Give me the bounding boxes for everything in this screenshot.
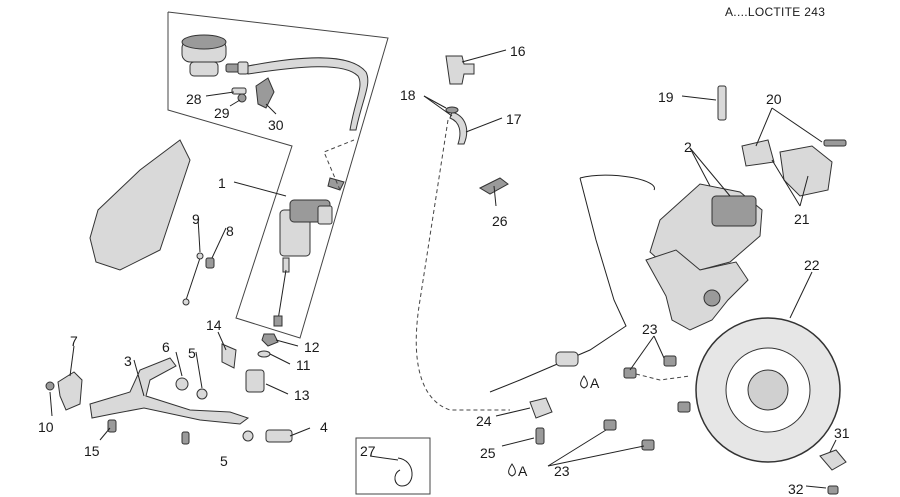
nut-10: [45, 381, 55, 391]
callout-30: 30: [268, 117, 284, 133]
callout-8: 8: [226, 223, 234, 239]
caliper-carrier: [645, 249, 749, 331]
callout-27: 27: [360, 443, 376, 459]
nut-12: [261, 333, 279, 347]
loctite-mark-1: A: [590, 375, 600, 391]
callout-7: 7: [70, 333, 78, 349]
speed-sensor-31: [819, 449, 847, 471]
callout-22: 22: [804, 257, 820, 273]
callout-28: 28: [186, 91, 202, 107]
loctite-legend: A....LOCTITE 243: [725, 5, 825, 19]
line-grommet: [555, 351, 579, 367]
brake-disc: [695, 317, 841, 463]
callout-23b: 23: [554, 463, 570, 479]
callout-12: 12: [304, 339, 320, 355]
washers-18: [445, 106, 459, 114]
callout-14: 14: [206, 317, 222, 333]
callout-17: 17: [506, 111, 522, 127]
footrest-bracket: [89, 139, 191, 271]
callout-26: 26: [492, 213, 508, 229]
clamp-24: [529, 397, 553, 419]
callout-19: 19: [658, 89, 674, 105]
brake-line-path: [415, 119, 510, 411]
screw-15: [107, 419, 117, 433]
circlip-27: [394, 457, 413, 487]
screw-25: [535, 427, 545, 445]
callout-13: 13: [294, 387, 310, 403]
clevis-13: [245, 369, 265, 393]
carrier-hole: [703, 289, 721, 307]
loctite-drop-icon: [580, 375, 588, 389]
callout-16: 16: [510, 43, 526, 59]
callout-15: 15: [84, 443, 100, 459]
screw-32: [827, 485, 839, 495]
callout-6: 6: [162, 339, 170, 355]
brake-pedal: [89, 357, 250, 425]
callout-29: 29: [214, 105, 230, 121]
callout-5a: 5: [188, 345, 196, 361]
loctite-markers: A A: [508, 375, 600, 479]
washer-6: [175, 377, 189, 391]
callout-3: 3: [124, 353, 132, 369]
brake-pad-right: [779, 145, 833, 197]
callout-21: 21: [794, 211, 810, 227]
hose-clamp-30: [255, 77, 275, 109]
loctite-drop-icon: [508, 463, 516, 477]
fluid-reservoir: [181, 34, 249, 77]
callout-32: 32: [788, 481, 804, 497]
pivot-pin-4: [265, 429, 293, 443]
screw-8: [205, 257, 215, 269]
callout-31: 31: [834, 425, 850, 441]
callout-11: 11: [296, 357, 311, 373]
callout-20: 20: [766, 91, 782, 107]
callout-10: 10: [38, 419, 54, 435]
callout-4: 4: [320, 419, 328, 435]
callout-labels: 1 2 3 4 5 5 6 7 8 9 10 11 12 13 14 15 16…: [38, 43, 850, 497]
o-ring-11: [257, 350, 271, 358]
callout-2: 2: [684, 139, 692, 155]
reservoir-group-frame: [167, 11, 389, 339]
callout-25: 25: [480, 445, 496, 461]
loctite-mark-2: A: [518, 463, 528, 479]
brake-caliper: [649, 183, 763, 271]
bushing-5b: [242, 430, 254, 442]
callout-1: 1: [218, 175, 226, 191]
leader-lines: [49, 49, 837, 489]
bushing-5a: [196, 388, 208, 400]
callout-5b: 5: [220, 453, 228, 469]
brake-pad-left: [741, 139, 775, 167]
callout-24: 24: [476, 413, 492, 429]
disc-screws-23: [603, 355, 691, 451]
reservoir-hose: [247, 57, 369, 131]
screw-washer-28-29: [231, 87, 247, 103]
banjo-fitting-16: [445, 55, 475, 85]
return-spring-9: [182, 252, 204, 306]
detail-box-27: [355, 437, 431, 495]
master-cylinder: [273, 199, 333, 327]
rear-brake-line: [489, 174, 655, 393]
pad-pin: [823, 139, 847, 147]
bleed-valve-19: [717, 85, 727, 121]
callout-23a: 23: [642, 321, 658, 337]
callout-9: 9: [192, 211, 200, 227]
pedal-bracket-7: [57, 371, 83, 411]
callout-18: 18: [400, 87, 416, 103]
hose-17: [449, 111, 468, 145]
disc-screw-guides: [635, 373, 691, 381]
screw-pedal: [181, 431, 190, 445]
clip-14: [221, 343, 237, 369]
